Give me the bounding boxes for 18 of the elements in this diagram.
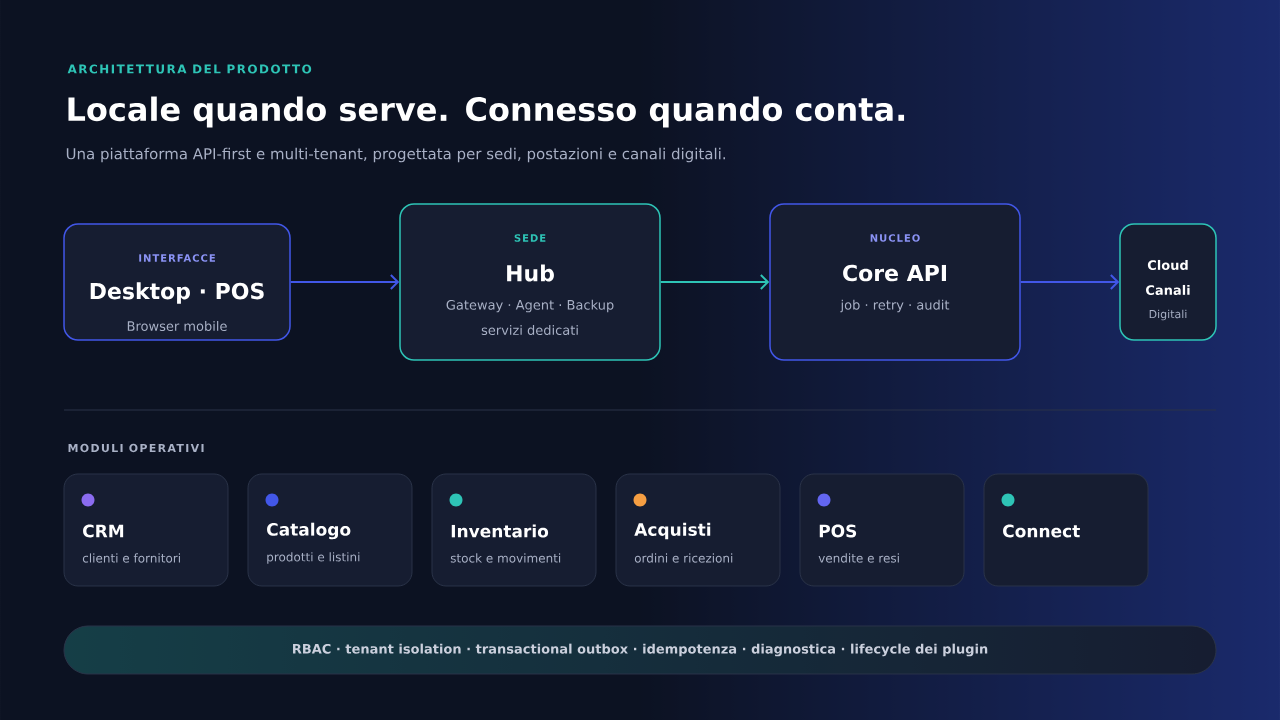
section-heading: MODULI OPERATIVI [68,443,204,453]
module-card: CRM clienti e fornitori [63,473,229,587]
channel-box: Cloud Canali Digitali [1119,223,1217,341]
arrow [289,274,400,290]
module-card: Inventario stock e movimenti [431,473,597,587]
module-card: Connect [983,473,1149,587]
title: Locale quando serve. Connesso quando conta. [68,96,905,128]
process-box: NUCLEO Core API job · retry · audit [769,203,1021,361]
module-card: POS vendite e resi [799,473,965,587]
subtitle: Una piattaforma API-first e multi-tenant, progettata per sedi, postazioni e canali digitali. [66,147,725,163]
module-card: Acquisti ordini e ricezioni [615,473,781,587]
eyebrow-text: ARCHITETTURA DEL PRODOTTO [67,64,312,74]
process-box: INTERFACCE Desktop · POS Browser mobile [63,223,291,341]
process-box: SEDE Hub Gateway · Agent · Backup servizi dedicati [399,203,661,361]
arrow [1019,274,1120,290]
module-card: Catalogo prodotti e listini [247,473,413,587]
arrow [659,274,770,290]
feature-band: RBAC · tenant isolation · transactional outbox · idempotenza · diagnostica · lifecycle dei plugin [63,625,1217,675]
